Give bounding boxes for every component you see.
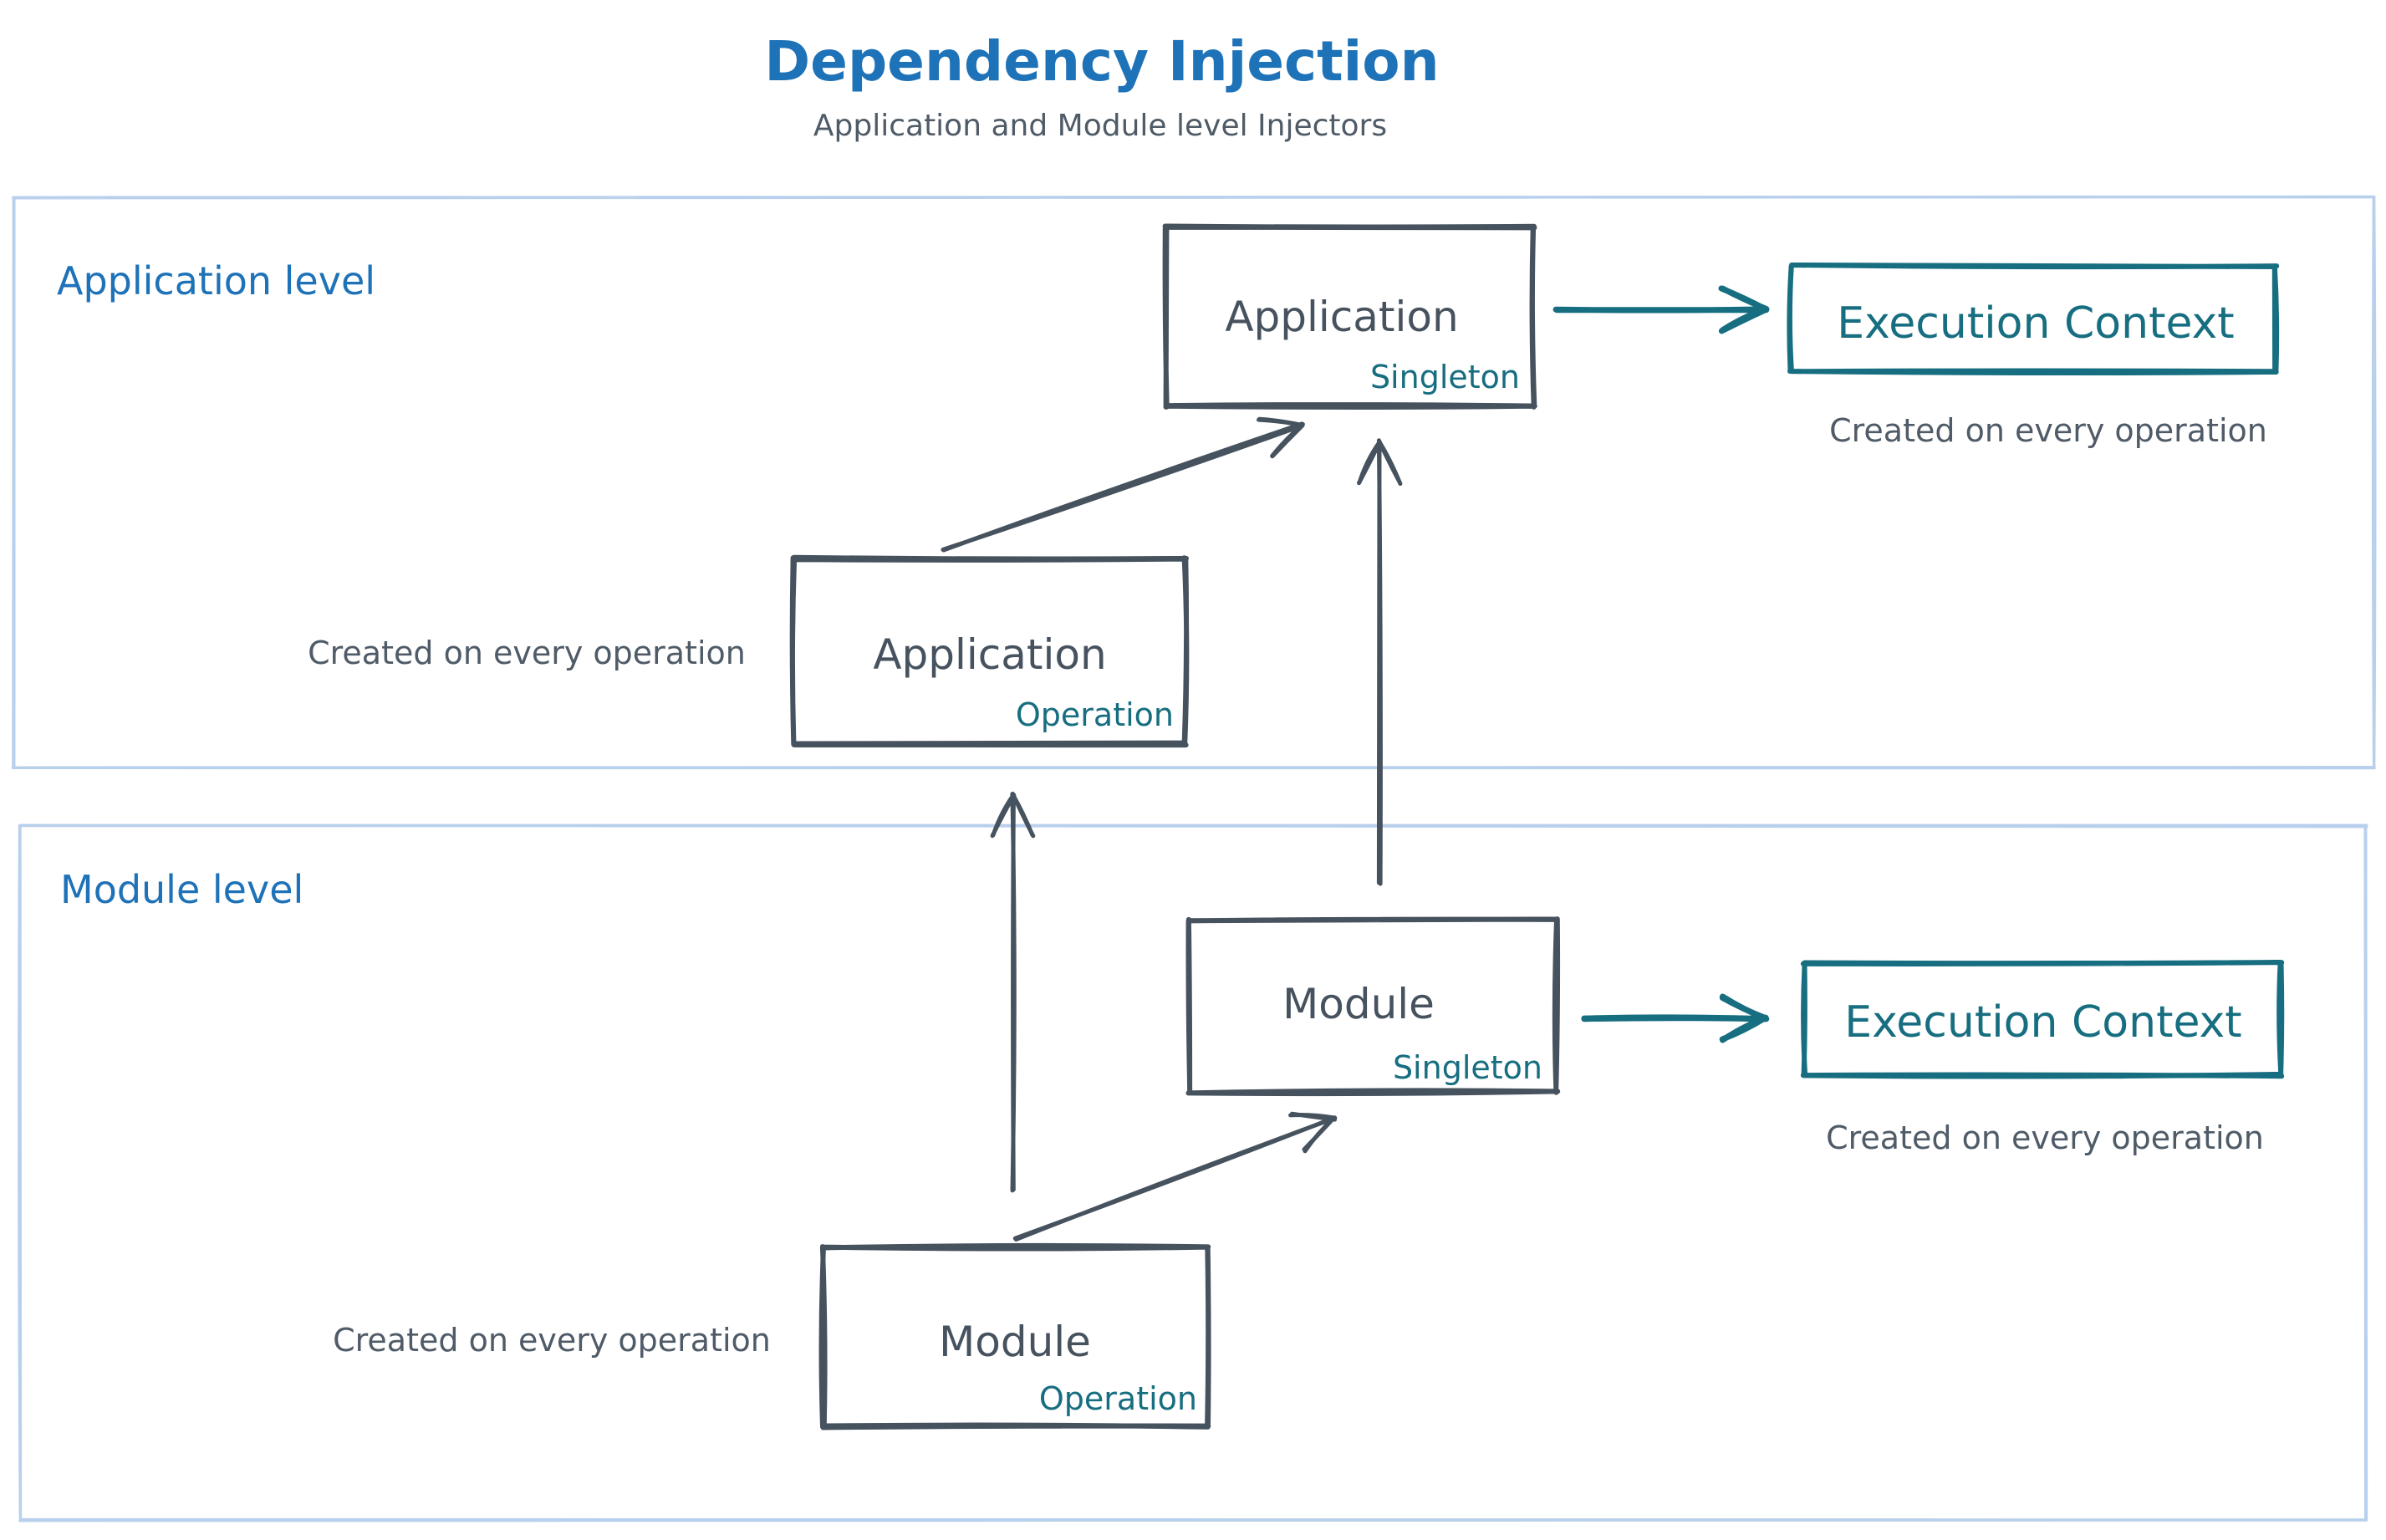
application-level-frame bbox=[11, 195, 2377, 770]
application-singleton-scope: Singleton bbox=[1370, 359, 1520, 395]
diagram-subtitle: Application and Module level Injectors bbox=[813, 109, 1387, 143]
execution-context-app-label: Execution Context bbox=[1837, 298, 2234, 349]
module-singleton-scope: Singleton bbox=[1393, 1049, 1542, 1086]
arrow-app-singleton-to-execution-context bbox=[1552, 285, 1770, 334]
caption-module-operation: Created on every operation bbox=[333, 1322, 771, 1359]
arrow-module-singleton-to-app-singleton bbox=[1357, 438, 1403, 886]
execution-context-module-label: Execution Context bbox=[1844, 997, 2241, 1048]
module-singleton-box bbox=[1185, 916, 1561, 1097]
application-operation-name: Application bbox=[873, 630, 1106, 679]
module-level-label: Module level bbox=[60, 867, 303, 912]
application-level-label: Application level bbox=[57, 258, 375, 303]
caption-app-execution-context: Created on every operation bbox=[1829, 412, 2267, 449]
module-operation-name: Module bbox=[939, 1318, 1091, 1366]
module-level-frame bbox=[18, 824, 2368, 1522]
module-operation-box bbox=[818, 1242, 1211, 1430]
caption-app-operation: Created on every operation bbox=[308, 635, 746, 671]
arrow-app-operation-to-app-singleton bbox=[941, 416, 1305, 553]
application-operation-scope: Operation bbox=[1016, 696, 1174, 733]
arrow-module-singleton-to-execution-context bbox=[1581, 993, 1770, 1043]
application-singleton-box bbox=[1162, 223, 1537, 410]
caption-module-execution-context: Created on every operation bbox=[1826, 1119, 2264, 1156]
module-singleton-name: Module bbox=[1282, 980, 1435, 1028]
execution-context-module-box bbox=[1800, 960, 2285, 1079]
application-operation-box bbox=[789, 554, 1190, 748]
diagram-title: Dependency Injection bbox=[764, 29, 1439, 94]
module-operation-scope: Operation bbox=[1039, 1380, 1197, 1417]
execution-context-app-box bbox=[1787, 262, 2280, 376]
arrow-module-operation-to-module-singleton bbox=[1012, 1111, 1338, 1242]
application-singleton-name: Application bbox=[1225, 293, 1458, 341]
arrow-module-operation-to-app-operation bbox=[990, 791, 1036, 1193]
